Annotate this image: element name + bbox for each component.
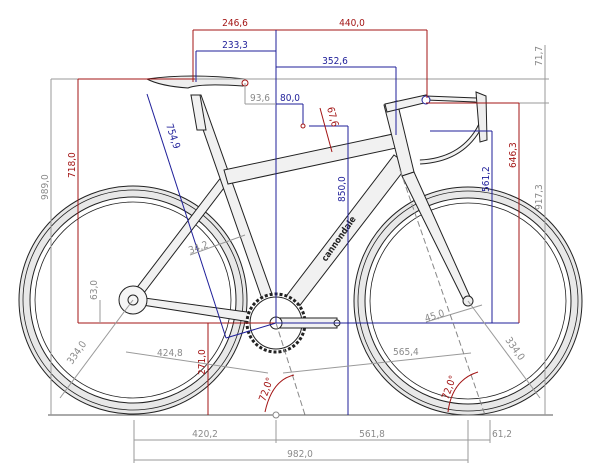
dim-982-0: 982,0: [287, 449, 313, 460]
stem: [384, 94, 429, 113]
dim-754-9: 754,9: [163, 123, 182, 151]
dim-246-6: 246,6: [222, 18, 248, 29]
dim-440-0: 440,0: [339, 18, 365, 29]
dim-233-3: 233,3: [222, 40, 248, 51]
dim-420-2: 420,2: [192, 429, 218, 440]
dim-718-0: 718,0: [67, 152, 78, 178]
seatpost: [190, 94, 207, 131]
dim-561-2: 561,2: [481, 166, 492, 192]
handlebar: [419, 95, 486, 165]
dim-271-0: 271,0: [197, 349, 208, 375]
dim-850-0: 850,0: [337, 176, 348, 202]
dim-93-6: 93,6: [250, 93, 270, 104]
dim-61-2: 61,2: [492, 429, 512, 440]
brake-lever: [475, 91, 488, 143]
dim-80-0: 80,0: [280, 93, 300, 104]
dim-63-0: 63,0: [89, 280, 100, 300]
dim-561-8: 561,8: [359, 429, 385, 440]
dim-352-6: 352,6: [322, 56, 348, 67]
top-tube: [223, 133, 397, 185]
dim-71-7: 71,7: [534, 46, 545, 66]
dim-989-0: 989,0: [40, 174, 51, 200]
dim-646-3: 646,3: [508, 142, 519, 168]
dim-67-6: 67,6: [324, 106, 340, 128]
dim-565-4: 565,4: [393, 347, 419, 358]
dim-917-3: 917,3: [534, 184, 545, 210]
dim-424-8: 424,8: [157, 348, 183, 359]
logo-text: cannondale: [320, 214, 359, 263]
